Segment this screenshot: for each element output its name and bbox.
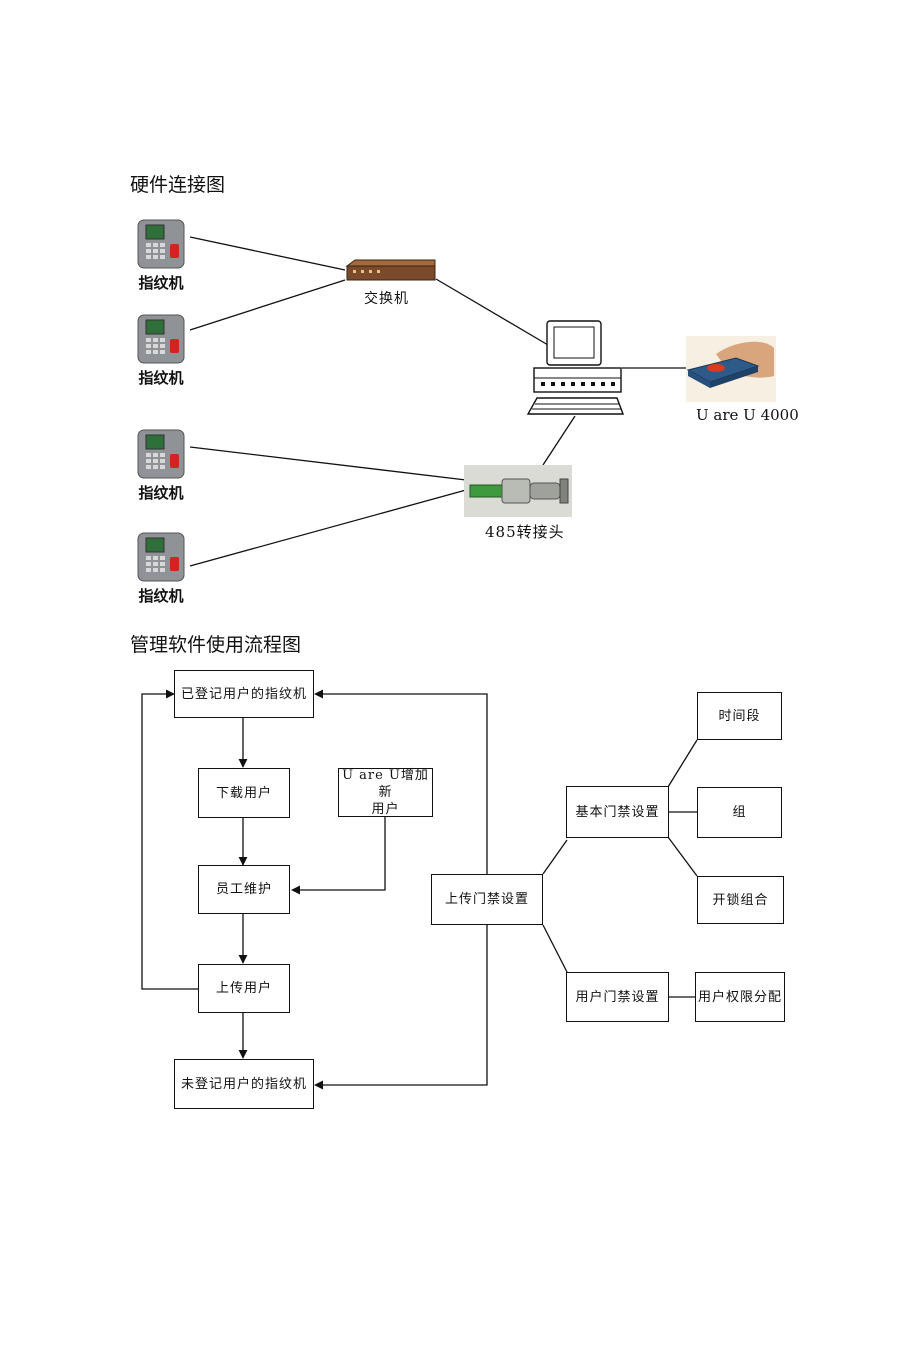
computer-icon — [526, 320, 625, 415]
fingerprint-device-2: 指纹机 — [126, 313, 196, 387]
fingerprint-device-label: 指纹机 — [138, 274, 184, 292]
fingerprint-device-icon — [137, 429, 185, 479]
uareu-add-user-box: U are U增加新 用户 — [338, 768, 433, 817]
fingerprint-device-icon — [137, 219, 185, 269]
fingerprint-device-label: 指纹机 — [138, 587, 184, 605]
user-access-settings-box: 用户门禁设置 — [566, 972, 669, 1022]
fingerprint-device-label: 指纹机 — [138, 369, 184, 387]
fingerprint-device-1: 指纹机 — [126, 218, 196, 292]
fingerprint-device-4: 指纹机 — [126, 531, 196, 605]
group-box: 组 — [697, 787, 782, 838]
user-permission-assignment-box: 用户权限分配 — [695, 972, 785, 1022]
fingerprint-device-icon — [137, 532, 185, 582]
fingerprint-device-3: 指纹机 — [126, 428, 196, 502]
switch-label: 交换机 — [364, 291, 409, 307]
upload-access-settings-box: 上传门禁设置 — [431, 874, 543, 925]
rs485-adapter-icon — [464, 465, 572, 517]
software-flow-heading: 管理软件使用流程图 — [130, 634, 302, 656]
fingerprint-device-icon — [137, 314, 185, 364]
staff-maintenance-box: 员工维护 — [198, 865, 290, 914]
time-slot-box: 时间段 — [697, 692, 782, 740]
upload-users-box: 上传用户 — [198, 964, 290, 1013]
fingerprint-device-label: 指纹机 — [138, 484, 184, 502]
unlock-combination-box: 开锁组合 — [697, 876, 784, 924]
fingerprint-reader-icon — [686, 336, 776, 402]
unregistered-fingerprint-machine-box: 未登记用户的指纹机 — [174, 1059, 314, 1109]
download-users-box: 下载用户 — [198, 768, 290, 818]
hardware-diagram-heading: 硬件连接图 — [130, 174, 226, 196]
basic-access-settings-box: 基本门禁设置 — [566, 786, 669, 838]
uareu-add-user-line1: U are U增加新 — [342, 768, 429, 800]
registered-fingerprint-machine-box: 已登记用户的指纹机 — [174, 670, 314, 718]
reader-label: U are U 4000 — [696, 406, 799, 424]
network-switch-icon — [345, 259, 436, 281]
uareu-add-user-line2: 用户 — [371, 802, 400, 817]
adapter-label: 485转接头 — [485, 523, 565, 541]
